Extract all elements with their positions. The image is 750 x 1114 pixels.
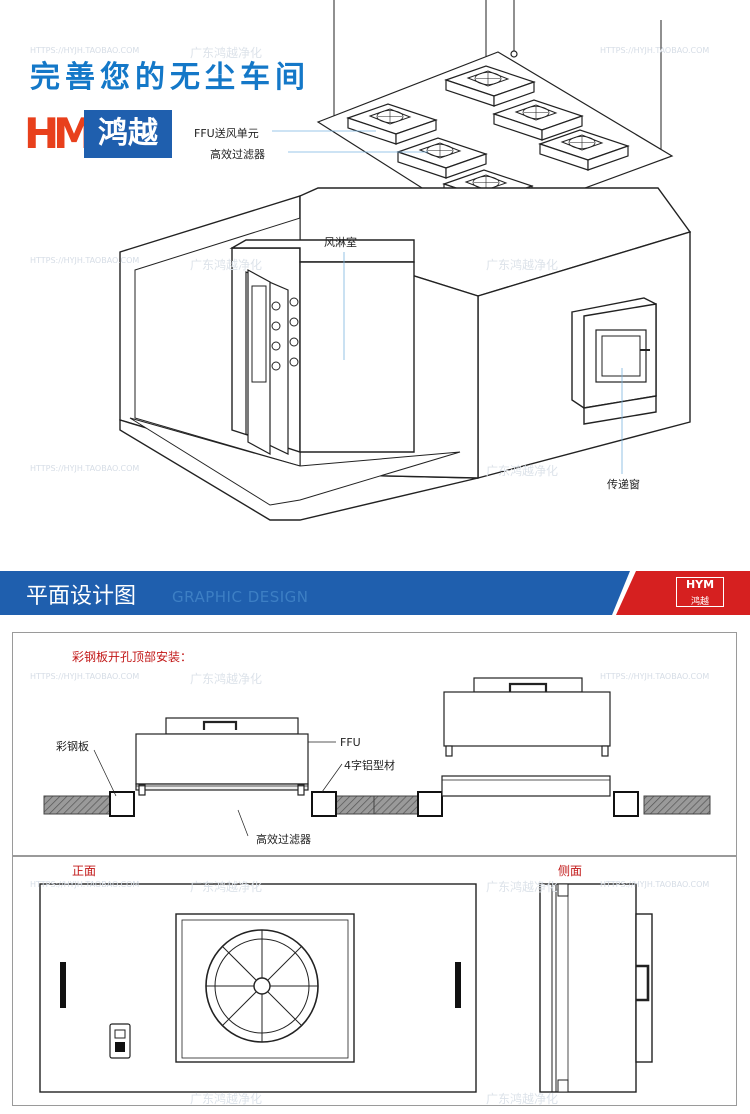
air-shower-label: 风淋室 [324, 236, 357, 249]
watermark-url: HTTPS://HYJH.TAOBAO.COM [30, 46, 140, 55]
page-headline: 完善您的无尘车间 [30, 60, 310, 95]
section-banner [0, 571, 750, 615]
watermark-shop: 广东鸿越净化 [486, 464, 559, 478]
watermark-shop: 广东鸿越净化 [190, 258, 263, 272]
watermark-shop: 广东鸿越净化 [486, 258, 559, 272]
banner-subtitle: GRAPHIC DESIGN [172, 588, 309, 606]
watermark-shop: 广东鸿越净化 [486, 1092, 559, 1106]
front-view-drawing [39, 883, 477, 1093]
air-shower [229, 239, 415, 456]
watermark-url: HTTPS://HYJH.TAOBAO.COM [600, 46, 710, 55]
steel-panel-label: 彩钢板 [56, 740, 89, 753]
pass-box [571, 297, 657, 425]
side-view-drawing [539, 883, 653, 1093]
ffu-installed-section [135, 717, 309, 796]
pass-box-label: 传递窗 [607, 478, 640, 491]
ffu-exploded-section [441, 677, 611, 797]
watermark-url: HTTPS://HYJH.TAOBAO.COM [600, 672, 710, 681]
watermark-shop: 广东鸿越净化 [190, 880, 263, 894]
brand-name: 鸿越 [84, 110, 172, 158]
banner-title: 平面设计图 [26, 584, 137, 609]
aluminum-profiles [109, 791, 639, 817]
hepa-filter-label: 高效过滤器 [210, 148, 265, 161]
badge-top-text: HYM [685, 578, 715, 591]
brand-logo: HM 鸿越 [24, 110, 174, 158]
brand-mark-icon: HM [24, 109, 95, 158]
views-panel [12, 856, 737, 1106]
watermark-shop: 广东鸿越净化 [190, 1092, 263, 1106]
install-leaders [93, 741, 343, 837]
watermark-url: HTTPS://HYJH.TAOBAO.COM [30, 464, 140, 473]
watermark-shop: 广东鸿越净化 [486, 880, 559, 894]
watermark-url: HTTPS://HYJH.TAOBAO.COM [30, 256, 140, 265]
banner-badge [676, 577, 724, 607]
side-view-label: 侧面 [558, 864, 583, 878]
install-heading: 彩钢板开孔顶部安装： [72, 650, 193, 664]
front-view-label: 正面 [72, 864, 97, 878]
watermark-url: HTTPS://HYJH.TAOBAO.COM [30, 880, 140, 889]
watermark-url: HTTPS://HYJH.TAOBAO.COM [30, 672, 140, 681]
leader-lines [272, 130, 623, 474]
install-panel [12, 632, 737, 856]
badge-bottom-text: 鸿越 [690, 597, 709, 607]
ffu-unit-label: FFU送风单元 [194, 127, 259, 140]
watermark-shop: 广东鸿越净化 [190, 46, 263, 60]
profile-label: 4字铝型材 [344, 759, 395, 772]
watermark-url: HTTPS://HYJH.TAOBAO.COM [600, 880, 710, 889]
watermark-shop: 广东鸿越净化 [190, 672, 263, 686]
filter-label: 高效过滤器 [256, 833, 311, 846]
steel-panel-hatch [43, 795, 711, 815]
ffu-label: FFU [340, 736, 361, 749]
